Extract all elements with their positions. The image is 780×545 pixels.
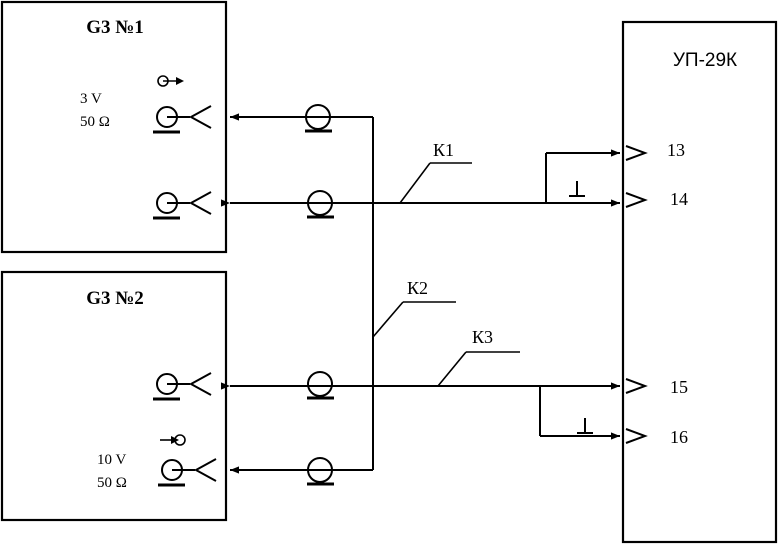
output-arrow-icon <box>157 75 184 87</box>
generator-1: G3 №1 3 V 50 Ω <box>0 0 228 254</box>
coax-connector-icon <box>153 372 212 401</box>
pin-13: 13 <box>667 140 685 160</box>
pin-16: 16 <box>670 427 688 447</box>
receiver-up29k: УП-29К 13 14 15 16 <box>621 20 778 544</box>
receiver-title: УП-29К <box>673 50 737 71</box>
coax-connector-icon <box>153 105 212 134</box>
cable-label-k1: К1 <box>399 140 472 204</box>
generator-1-impedance: 50 Ω <box>80 114 110 130</box>
svg-text:К3: К3 <box>472 327 493 347</box>
generator-1-voltage: 3 V <box>80 91 102 107</box>
coax-connector-icon <box>153 191 212 220</box>
generator-2-impedance: 50 Ω <box>97 475 127 491</box>
coax-connector-icon <box>305 104 332 133</box>
svg-text:К1: К1 <box>433 140 454 160</box>
generator-2-title: G3 №2 <box>86 288 144 309</box>
wiring <box>221 113 620 474</box>
coax-connector-icon <box>158 458 217 487</box>
generator-2: G3 №2 10 V 50 Ω <box>0 270 228 522</box>
coax-connector-icon <box>307 371 334 400</box>
pin-14: 14 <box>670 189 688 209</box>
ground-symbol-pin14 <box>569 181 585 197</box>
cable-label-k2: К2 <box>372 278 456 338</box>
cable-coil-symbols <box>305 104 334 486</box>
input-arrow-icon <box>160 434 186 446</box>
coax-connector-icon <box>307 457 334 486</box>
generator-2-voltage: 10 V <box>97 452 126 468</box>
svg-text:К2: К2 <box>407 278 428 298</box>
pin-15: 15 <box>670 377 688 397</box>
ground-symbol-pin16 <box>577 418 593 434</box>
generator-1-title: G3 №1 <box>86 17 144 38</box>
coax-connector-icon <box>307 190 334 219</box>
cable-label-k3: К3 <box>437 327 520 387</box>
